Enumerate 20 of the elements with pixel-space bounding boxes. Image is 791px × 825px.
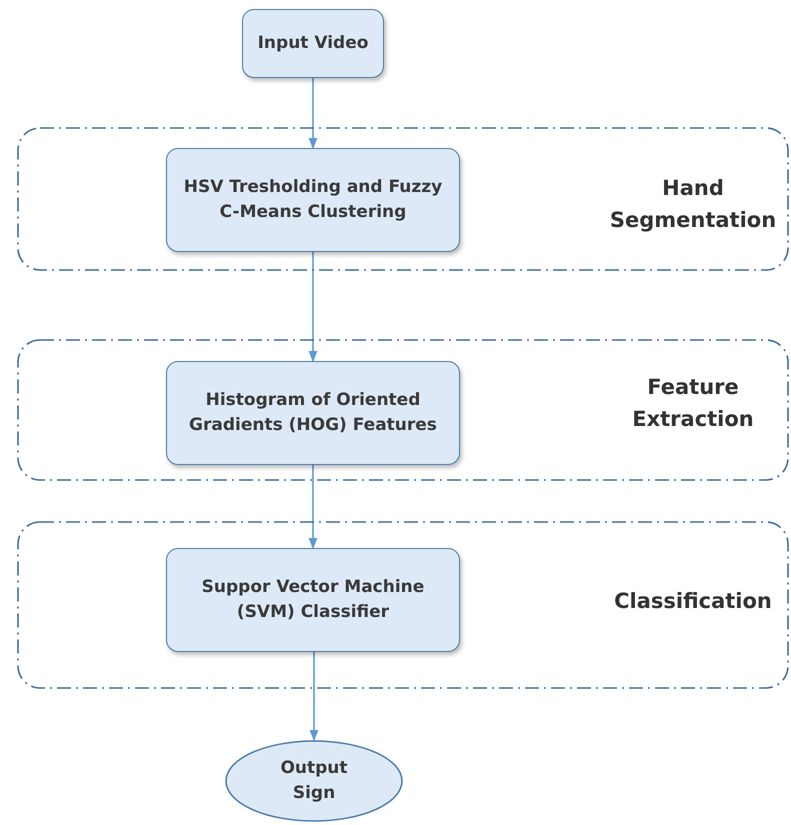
node-text: Histogram of Oriented Gradients (HOG) Features [188,389,438,437]
arrow [310,652,318,742]
process-box [166,361,460,465]
arrow [308,78,318,150]
node-text: Suppor Vector Machine (SVM) Classifier [200,576,426,624]
node-text: Output Sign [279,757,349,805]
arrow [308,252,318,362]
process-box [242,9,384,78]
arrow [308,465,318,550]
process-box [166,548,460,652]
node-text: HSV Tresholding and Fuzzy C-Means Clustering [182,176,444,224]
stage-label: Classification [613,588,773,615]
node-text: Input Video [257,32,369,56]
stage-label: Hand Segmentation [608,175,778,234]
process-box [166,148,460,252]
stage-label: Feature Extraction [631,374,755,432]
terminal-ellipse [225,740,403,822]
stage-group [18,340,788,480]
stage-group [18,128,788,270]
stage-group [18,522,788,688]
